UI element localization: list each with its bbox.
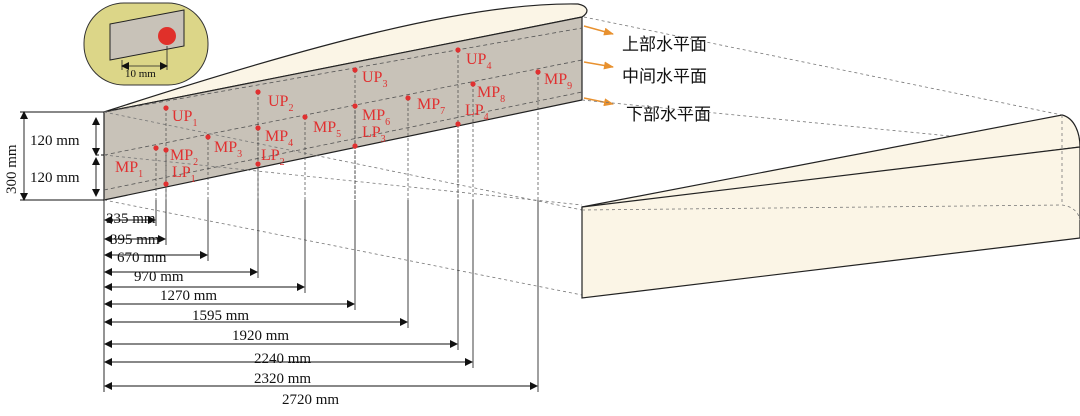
point-label: MP3 <box>214 139 242 160</box>
point-marker <box>163 181 169 187</box>
point-marker <box>470 81 476 87</box>
upper-height-label: 120 mm <box>30 133 80 149</box>
point-label: LP3 <box>362 124 386 145</box>
plane-labels: 上部水平面 中间水平面 下部水平面 <box>583 25 711 125</box>
upper-plane-line <box>103 27 583 113</box>
point-label: MP2 <box>170 147 198 168</box>
point-label: MP5 <box>313 119 341 140</box>
lower-plane-label: 下部水平面 <box>626 105 711 125</box>
point-label: LP1 <box>172 164 196 185</box>
point-label: MP9 <box>544 71 572 92</box>
specimen-inset: 10 mm <box>83 2 209 86</box>
point-label: MP1 <box>115 159 143 180</box>
middle-plane-line <box>103 59 583 156</box>
dimension-label: 335 mm <box>106 211 156 227</box>
point-label: LP4 <box>465 102 489 123</box>
middle-plane-label: 中间水平面 <box>622 67 707 87</box>
point-marker <box>352 103 358 109</box>
lower-height-label: 120 mm <box>30 170 80 186</box>
inset-dimension-label: 10 mm <box>125 68 156 80</box>
projection-lines <box>103 16 1063 296</box>
point-label: LP2 <box>261 147 285 168</box>
dimension-label: 1270 mm <box>160 288 217 304</box>
dimension-label: 395 mm <box>110 232 160 248</box>
point-label: UP1 <box>172 108 197 129</box>
dimension-label: 970 mm <box>134 269 184 285</box>
measurement-point-marker <box>158 27 176 45</box>
dimension-label: 2320 mm <box>254 371 311 387</box>
point-marker <box>455 47 461 53</box>
point-marker <box>302 114 308 120</box>
wedge-top-surface <box>103 3 588 113</box>
dimension-label: 670 mm <box>117 250 167 266</box>
point-marker <box>255 89 261 95</box>
point-marker <box>352 143 358 149</box>
point-marker <box>255 125 261 131</box>
dimension-label: 2240 mm <box>254 351 311 367</box>
point-marker <box>455 121 461 127</box>
point-marker <box>535 69 541 75</box>
upper-plane-label: 上部水平面 <box>622 35 707 55</box>
point-marker <box>163 147 169 153</box>
point-label: MP6 <box>362 107 390 128</box>
point-label: MP4 <box>265 128 293 149</box>
point-label: UP2 <box>268 93 293 114</box>
point-label: MP7 <box>417 96 445 117</box>
second-wedge <box>581 114 1080 299</box>
lower-plane-line <box>103 91 583 191</box>
point-label: UP3 <box>362 69 387 90</box>
point-label: MP8 <box>477 84 505 105</box>
height-dimensions <box>20 111 104 201</box>
total-height-label: 300 mm <box>4 144 20 194</box>
point-marker <box>205 134 211 140</box>
point-marker <box>163 105 169 111</box>
point-label: UP4 <box>466 51 491 72</box>
point-marker <box>352 67 358 73</box>
point-marker <box>153 145 159 151</box>
dimension-label: 2720 mm <box>282 392 339 408</box>
point-marker <box>255 161 261 167</box>
point-marker <box>405 95 411 101</box>
dimension-label: 1920 mm <box>232 328 289 344</box>
